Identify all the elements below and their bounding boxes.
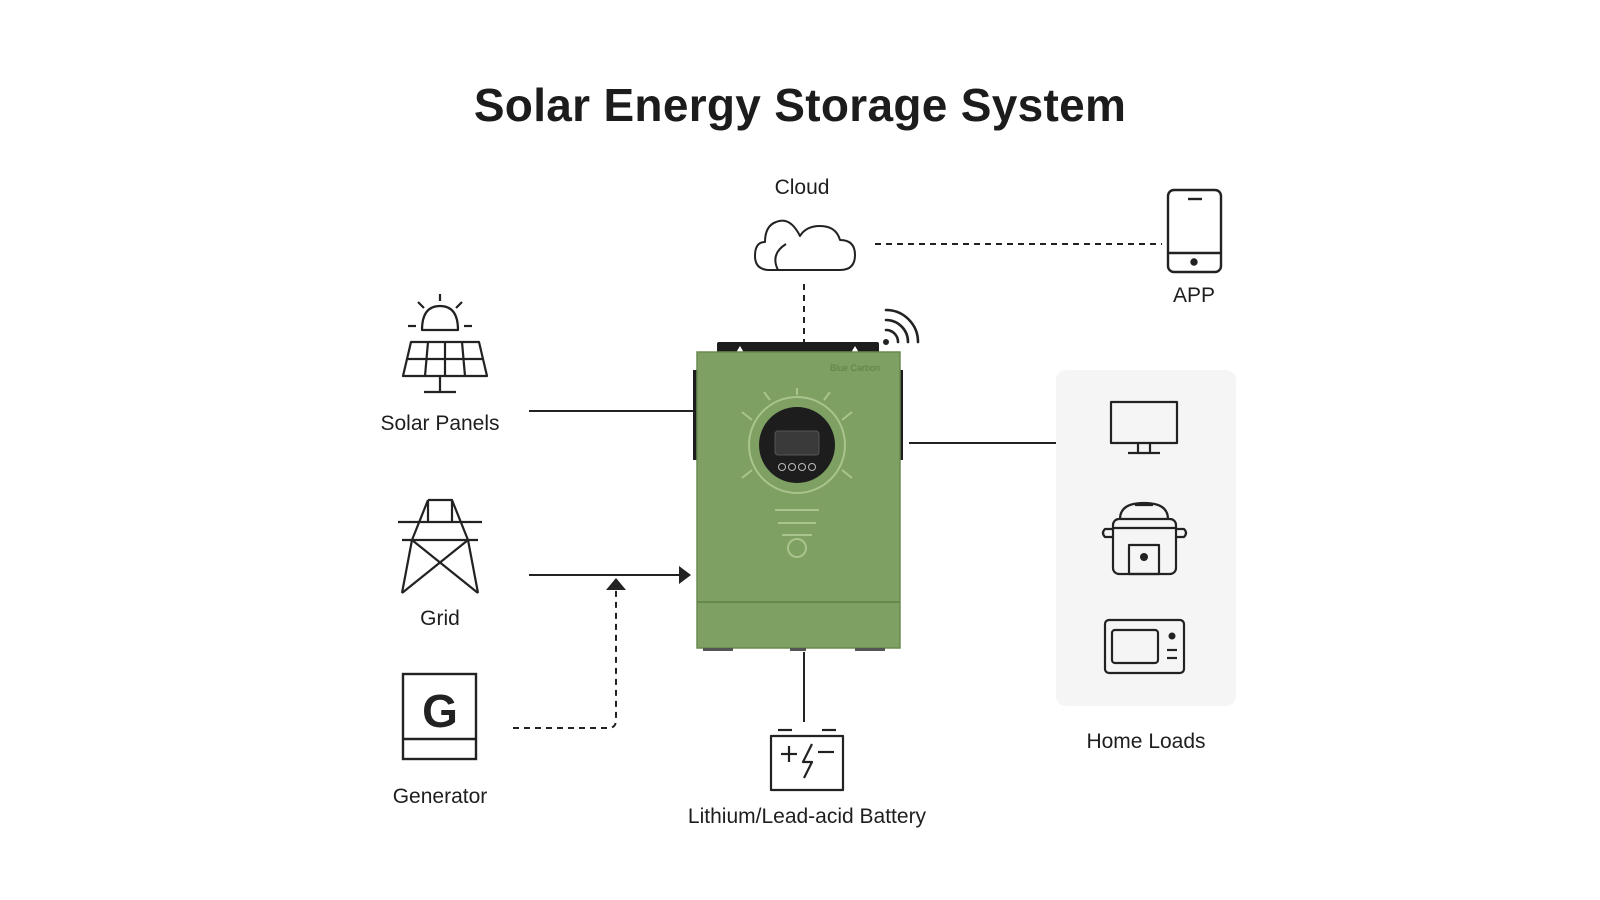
generator-glyph: G bbox=[422, 685, 458, 737]
wifi-icon bbox=[883, 308, 920, 345]
generator-arrow-head bbox=[606, 578, 626, 590]
generator-grid-connector bbox=[513, 590, 617, 729]
home-loads-label: Home Loads bbox=[1086, 730, 1206, 753]
grid-arrow-head bbox=[679, 566, 691, 584]
page-title: Solar Energy Storage System bbox=[473, 79, 1127, 131]
cloud-icon bbox=[754, 219, 856, 271]
rice-cooker-icon bbox=[1101, 501, 1188, 576]
generator-icon: G bbox=[401, 672, 478, 761]
solar-panel-icon bbox=[401, 294, 489, 394]
generator-label: Generator bbox=[392, 785, 488, 808]
inverter-brand: Blue Carbon bbox=[830, 363, 880, 373]
battery-label: Lithium/Lead-acid Battery bbox=[687, 805, 927, 828]
smartphone-icon bbox=[1166, 188, 1223, 274]
power-tower-icon bbox=[398, 498, 482, 594]
battery-icon bbox=[769, 728, 845, 792]
microwave-icon bbox=[1103, 618, 1186, 675]
solar-panels-label: Solar Panels bbox=[380, 412, 500, 435]
cloud-label: Cloud bbox=[774, 176, 830, 199]
app-label: APP bbox=[1172, 284, 1216, 307]
home-loads-panel bbox=[1056, 370, 1236, 706]
inverter-icon: Blue Carbon bbox=[693, 342, 903, 651]
monitor-icon bbox=[1109, 400, 1179, 455]
grid-label: Grid bbox=[420, 607, 460, 630]
